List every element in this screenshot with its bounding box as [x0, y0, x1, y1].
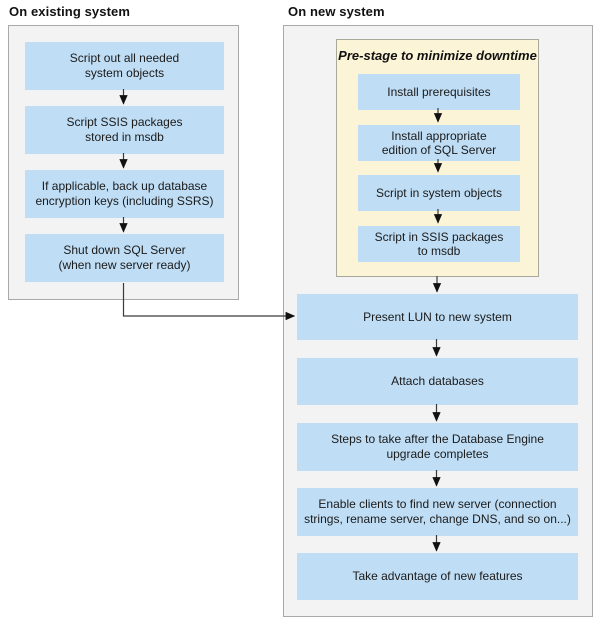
box-install-prerequisites: Install prerequisites: [358, 74, 520, 110]
prestage-group: Pre-stage to minimize downtime Install p…: [336, 39, 539, 277]
box-post-upgrade-steps: Steps to take after the Database Engine …: [297, 423, 578, 471]
new-system-panel: Pre-stage to minimize downtime Install p…: [283, 25, 593, 617]
box-script-in-ssis-packages: Script in SSIS packages to msdb: [358, 226, 520, 262]
box-script-in-system-objects: Script in system objects: [358, 175, 520, 211]
prestage-title: Pre-stage to minimize downtime: [338, 48, 537, 63]
box-enable-clients: Enable clients to find new server (conne…: [297, 488, 578, 536]
box-attach-databases: Attach databases: [297, 358, 578, 405]
box-install-sql-server-edition: Install appropriate edition of SQL Serve…: [358, 125, 520, 161]
box-script-out-system-objects: Script out all needed system objects: [25, 42, 224, 90]
existing-system-panel: Script out all needed system objects Scr…: [8, 25, 239, 300]
box-present-lun: Present LUN to new system: [297, 294, 578, 340]
box-backup-encryption-keys: If applicable, back up database encrypti…: [25, 170, 224, 218]
right-column-title: On new system: [288, 4, 385, 19]
left-column-title: On existing system: [9, 4, 131, 19]
box-shut-down-sql-server: Shut down SQL Server (when new server re…: [25, 234, 224, 282]
box-script-ssis-packages: Script SSIS packages stored in msdb: [25, 106, 224, 154]
box-take-advantage-new-features: Take advantage of new features: [297, 553, 578, 600]
